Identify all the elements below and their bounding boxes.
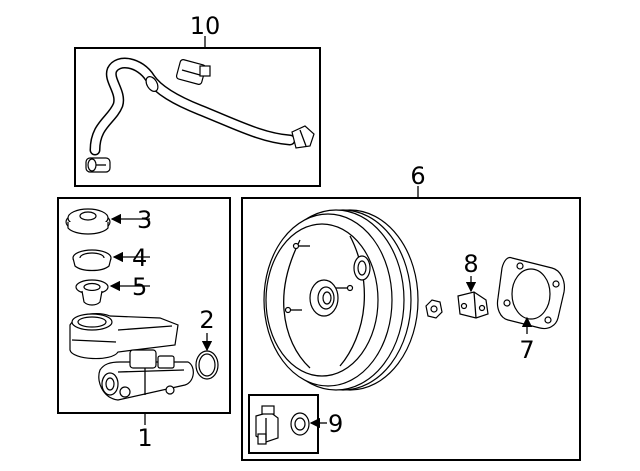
sensor-group [248,394,319,454]
booster-gasket [496,256,565,330]
callout-1: 1 [137,424,152,452]
hose-box [74,47,321,187]
booster-nut [425,299,443,319]
reservoir-cap [65,208,111,235]
check-valve-fitting [175,59,211,85]
callout-9: 9 [328,410,343,438]
hose-clamp-left [85,157,111,173]
callout-4: 4 [132,244,147,272]
o-ring [195,350,219,380]
sensor-grommet [290,412,310,436]
callout-3: 3 [137,206,152,234]
callout-10: 10 [190,12,221,40]
vacuum-sensor [255,405,279,445]
master-cylinder-body [69,313,194,401]
callout-2: 2 [199,306,214,334]
callout-7: 7 [519,336,534,364]
vacuum-hose-group: 10 [74,12,321,187]
brake-booster [263,209,419,391]
hose-end-clip-right [291,125,315,149]
master-cylinder-group: 1 3 4 5 2 [57,197,231,452]
reservoir-strainer [72,249,112,272]
booster-box [241,197,581,461]
master-cylinder-box [57,197,231,414]
booster-bracket [457,291,489,319]
callout-6: 6 [410,162,425,190]
callout-5: 5 [132,273,147,301]
callout-8: 8 [463,250,478,278]
reservoir-seal [75,279,109,306]
brake-booster-group: 6 [241,162,581,461]
